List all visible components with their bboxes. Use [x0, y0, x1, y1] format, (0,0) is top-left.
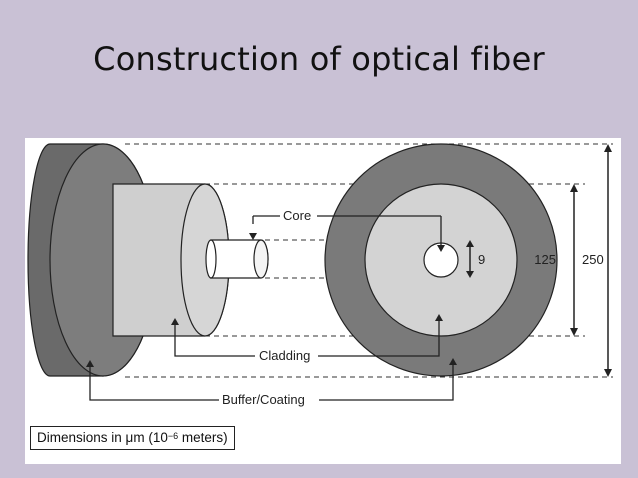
caption-paren: (10 — [144, 430, 168, 445]
buffer-label: Buffer/Coating — [222, 392, 305, 407]
cladding-cylinder — [112, 183, 230, 337]
dimension-arrows — [466, 144, 612, 377]
cladding-dimension-label: 125 — [534, 252, 556, 267]
fiber-diagram: Core Cladding Buffer/Coating 9 125 250 D… — [25, 138, 621, 464]
slide-title: Construction of optical fiber — [93, 40, 545, 78]
fiber-diagram-svg: Core Cladding Buffer/Coating 9 125 250 — [27, 143, 613, 407]
leader-arrowheads — [86, 233, 457, 367]
dimensions-caption: Dimensions in μm (10−6 meters) — [30, 426, 235, 450]
core-label: Core — [283, 208, 311, 223]
caption-prefix: Dimensions in — [37, 430, 126, 445]
core-cylinder — [205, 239, 269, 279]
caption-unit: μm — [125, 430, 145, 445]
core-dimension-label: 9 — [478, 252, 485, 267]
cross-section — [324, 143, 558, 377]
buffer-dimension-label: 250 — [582, 252, 604, 267]
caption-exponent: −6 — [167, 431, 179, 441]
leader-lines — [89, 215, 454, 401]
cladding-label: Cladding — [259, 348, 310, 363]
caption-suffix: meters) — [178, 430, 228, 445]
